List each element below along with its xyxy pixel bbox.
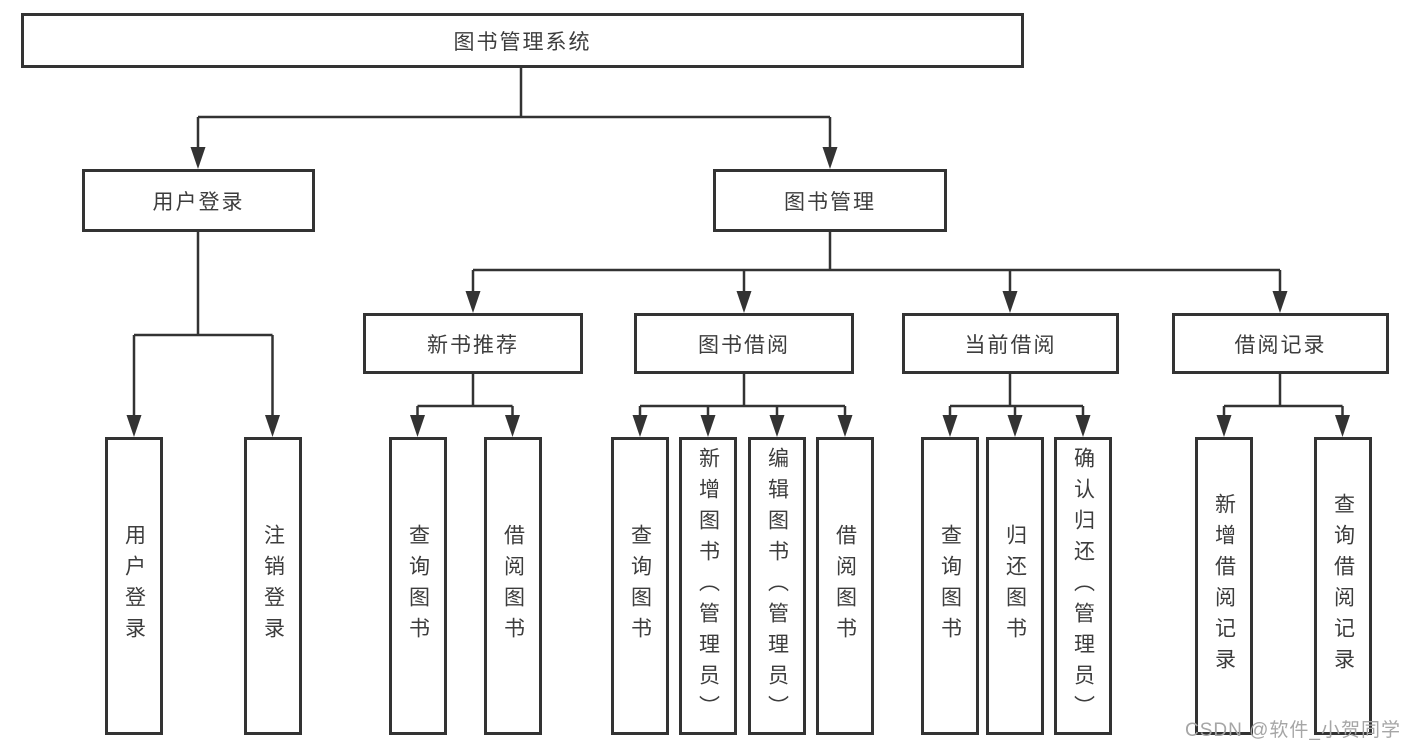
leaf-query-book-3: 查询图书: [921, 437, 979, 735]
node-current-borrow-label: 当前借阅: [964, 333, 1057, 357]
leaf-query-borrow-record-label: 查询借阅记录: [1331, 493, 1355, 679]
leaf-confirm-return-admin: 确认归还（管理员）: [1054, 437, 1112, 735]
leaf-borrow-book-1: 借阅图书: [484, 437, 542, 735]
leaf-query-borrow-record: 查询借阅记录: [1314, 437, 1372, 735]
leaf-user-login: 用户登录: [105, 437, 163, 735]
node-book-borrow: 图书借阅: [634, 313, 854, 374]
leaf-query-book-1: 查询图书: [389, 437, 447, 735]
connector-new-book-recommend: [416, 374, 514, 420]
node-user-login: 用户登录: [82, 169, 315, 232]
node-new-book-recommend: 新书推荐: [363, 313, 583, 374]
node-borrow-record: 借阅记录: [1172, 313, 1389, 374]
leaf-confirm-return-admin-label: 确认归还（管理员）: [1071, 446, 1095, 726]
leaf-return-book: 归还图书: [986, 437, 1044, 735]
leaf-user-login-label: 用户登录: [122, 524, 146, 648]
node-user-login-label: 用户登录: [152, 190, 245, 214]
connector-root: [196, 68, 832, 153]
leaf-logout: 注销登录: [244, 437, 302, 735]
leaf-logout-label: 注销登录: [261, 524, 285, 648]
csdn-watermark: CSDN @软件_小贺同学: [1185, 720, 1401, 741]
leaf-edit-book-admin-label: 编辑图书（管理员）: [765, 446, 789, 726]
leaf-edit-book-admin: 编辑图书（管理员）: [748, 437, 806, 735]
leaf-query-book-2: 查询图书: [611, 437, 669, 735]
connector-book-borrow: [638, 374, 847, 420]
leaf-borrow-book-1-label: 借阅图书: [501, 524, 525, 648]
node-book-management: 图书管理: [713, 169, 947, 232]
node-root-label: 图书管理系统: [453, 30, 592, 54]
node-current-borrow: 当前借阅: [902, 313, 1119, 374]
leaf-borrow-book-2: 借阅图书: [816, 437, 874, 735]
connector-user-login: [132, 232, 274, 420]
leaf-query-book-3-label: 查询图书: [938, 524, 962, 648]
arrowheads: [126, 147, 1350, 437]
leaf-query-book-2-label: 查询图书: [628, 524, 652, 648]
node-book-management-label: 图书管理: [784, 190, 876, 214]
connector-current-borrow: [948, 374, 1085, 420]
node-root: 图书管理系统: [21, 13, 1024, 68]
leaf-add-borrow-record-label: 新增借阅记录: [1212, 493, 1236, 679]
node-new-book-recommend-label: 新书推荐: [427, 333, 519, 357]
leaf-add-book-admin: 新增图书（管理员）: [679, 437, 737, 735]
node-book-borrow-label: 图书借阅: [698, 333, 790, 357]
connector-borrow-record: [1222, 374, 1344, 420]
node-borrow-record-label: 借阅记录: [1234, 333, 1327, 357]
leaf-return-book-label: 归还图书: [1003, 524, 1027, 648]
leaf-borrow-book-2-label: 借阅图书: [833, 524, 857, 648]
leaf-add-book-admin-label: 新增图书（管理员）: [696, 446, 720, 726]
leaf-query-book-1-label: 查询图书: [406, 524, 430, 648]
connector-book-management: [471, 232, 1282, 297]
leaf-add-borrow-record: 新增借阅记录: [1195, 437, 1253, 735]
